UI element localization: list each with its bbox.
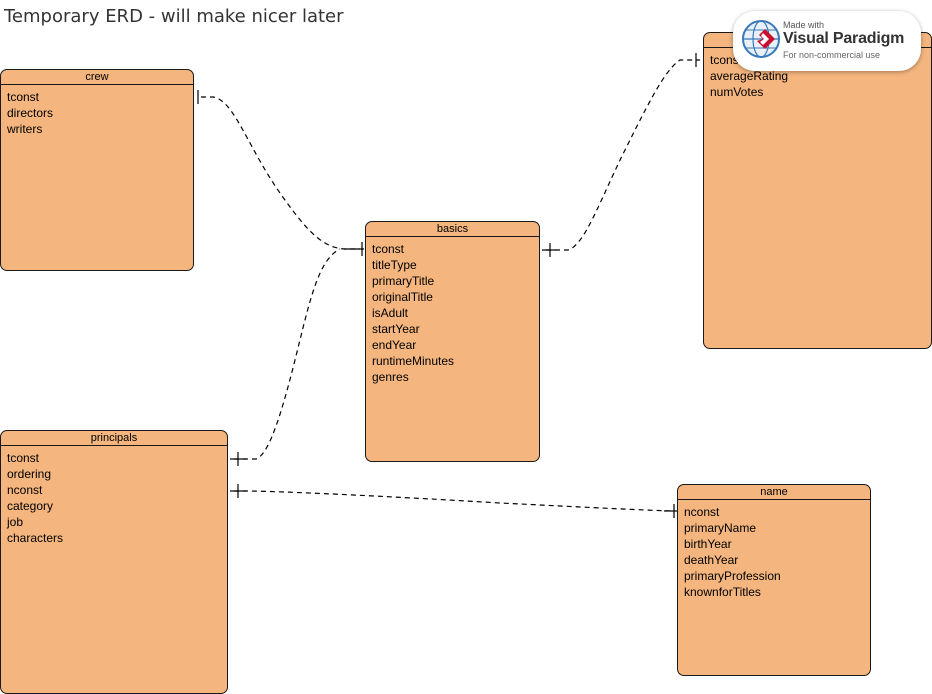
entity-principals-header: principals [1, 431, 227, 446]
badge-brand: Visual Paradigm [783, 30, 905, 47]
entity-name-attributes: nconst primaryName birthYear deathYear p… [678, 500, 870, 600]
badge-made-with: Made with [783, 20, 825, 30]
attribute: genres [372, 370, 409, 384]
attribute: knownforTitles [684, 585, 761, 599]
entity-basics[interactable]: basics tconst titleType primaryTitle ori… [365, 221, 540, 462]
attribute: tconst [7, 90, 40, 104]
entity-crew[interactable]: crew tconst directors writers [0, 69, 194, 271]
attribute: primaryProfession [684, 569, 781, 583]
attribute: ordering [7, 467, 52, 481]
page-title: Temporary ERD - will make nicer later [4, 6, 344, 27]
relationship-crew-basics [201, 96, 360, 250]
attribute: writers [7, 122, 43, 136]
attribute: nconst [7, 483, 43, 497]
entity-crew-header: crew [1, 70, 193, 85]
attribute: startYear [372, 322, 420, 336]
attribute: titleType [372, 258, 417, 272]
relationship-principals-basics [234, 248, 341, 460]
attribute: tconst [7, 451, 40, 465]
entity-principals-attributes: tconst ordering nconst category job char… [1, 446, 227, 546]
attribute: numVotes [710, 85, 764, 99]
attribute: tconst [372, 242, 405, 256]
attribute: runtimeMinutes [372, 354, 455, 368]
attribute: directors [7, 106, 54, 120]
relationship-basics-ratings [546, 59, 700, 251]
entity-ratings[interactable]: tconst averageRating numVotes [703, 32, 932, 349]
attribute: originalTitle [372, 290, 433, 304]
visual-paradigm-logo-icon [742, 20, 780, 58]
entity-name[interactable]: name nconst primaryName birthYear deathY… [677, 484, 871, 676]
visual-paradigm-badge: Made with Visual Paradigm For non-commer… [733, 11, 921, 71]
entity-name-header: name [678, 485, 870, 500]
relationship-principals-name [234, 490, 673, 512]
attribute: averageRating [710, 69, 789, 83]
entity-basics-attributes: tconst titleType primaryTitle originalTi… [366, 237, 539, 385]
entity-crew-attributes: tconst directors writers [1, 85, 193, 137]
entity-ratings-attributes: tconst averageRating numVotes [704, 48, 931, 100]
entity-principals[interactable]: principals tconst ordering nconst catego… [0, 430, 228, 694]
attribute: characters [7, 531, 64, 545]
entity-basics-header: basics [366, 222, 539, 237]
attribute: deathYear [684, 553, 739, 567]
attribute: birthYear [684, 537, 732, 551]
attribute: nconst [684, 505, 720, 519]
badge-note: For non-commercial use [783, 50, 881, 60]
attribute: job [7, 515, 24, 529]
attribute: category [7, 499, 54, 513]
attribute: primaryName [684, 521, 757, 535]
attribute: primaryTitle [372, 274, 435, 288]
attribute: isAdult [372, 306, 409, 320]
attribute: endYear [372, 338, 417, 352]
